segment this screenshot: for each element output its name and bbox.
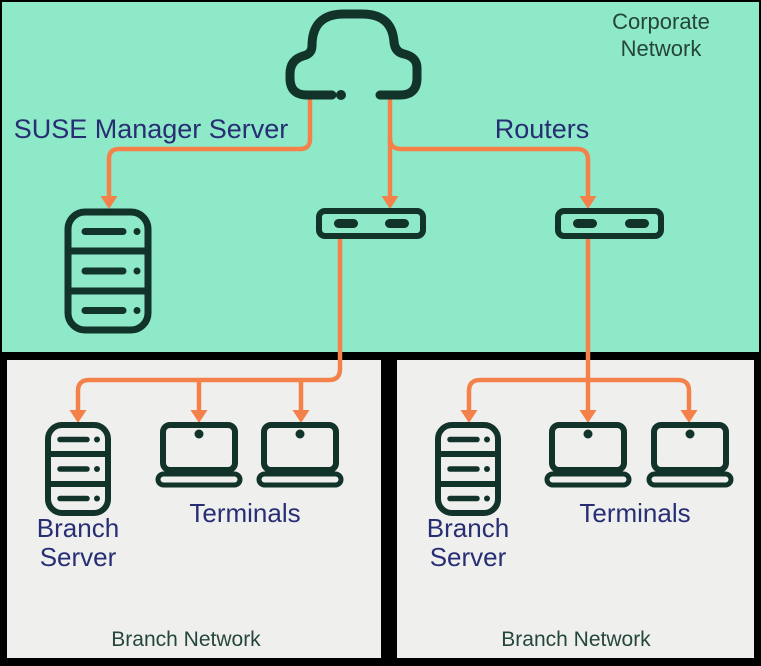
arrows-router1-to-branch-left — [69, 237, 343, 423]
routers-label: Routers — [494, 114, 590, 144]
branch-server-label-right: Branch Server — [426, 513, 510, 572]
laptop-icon-right-2 — [646, 422, 734, 488]
branch-server-icon-left — [45, 422, 111, 516]
branch-server-icon-right — [435, 422, 501, 516]
arrows-router2-to-branch-right — [460, 237, 698, 423]
branch-server-label-left: Branch Server — [36, 513, 120, 572]
laptop-icon-left-2 — [256, 422, 344, 488]
suse-manager-server-icon — [64, 208, 152, 334]
laptop-icon-right-1 — [544, 422, 632, 488]
branch-network-label-right: Branch Network — [501, 628, 651, 651]
arrow-cloud-to-suse-server — [100, 99, 313, 209]
branch-network-label-left: Branch Network — [111, 628, 261, 651]
arrow-cloud-to-router-2 — [387, 137, 597, 209]
router-icon-1 — [316, 208, 426, 239]
arrow-cloud-to-router-1 — [381, 99, 399, 209]
terminals-label-left: Terminals — [189, 498, 301, 528]
terminals-label-right: Terminals — [579, 498, 691, 528]
router-icon-2 — [555, 208, 664, 239]
laptop-icon-left-1 — [155, 422, 243, 488]
suse-manager-server-label: SUSE Manager Server — [13, 114, 289, 144]
corporate-network-label: Corporate Network — [612, 9, 710, 61]
cloud-icon — [285, 9, 422, 100]
